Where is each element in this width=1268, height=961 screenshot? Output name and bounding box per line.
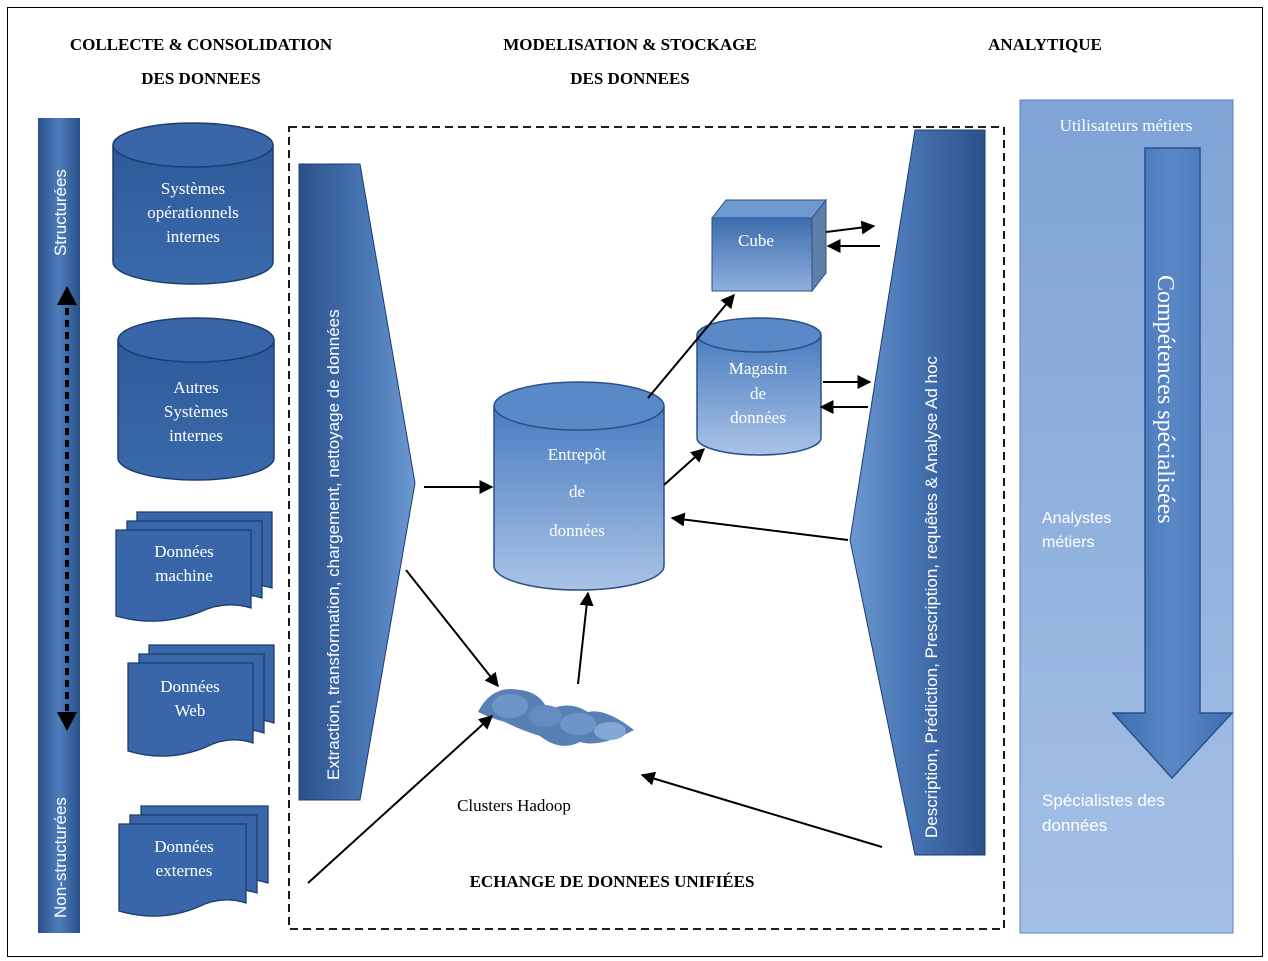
skills-arrow-label: Compétences spécialisées <box>1152 275 1178 524</box>
source-other-line3: internes <box>169 426 223 445</box>
header-collect-line1: COLLECTE & CONSOLIDATION <box>69 35 333 54</box>
arrow-cube-out <box>825 220 876 235</box>
hadoop-cluster-icon <box>478 688 634 746</box>
source-external-line1: Données <box>154 837 213 856</box>
arrow-analysis-to-warehouse <box>670 512 849 541</box>
source-machine-docs: Données machine <box>115 511 273 622</box>
header-model-line2: DES DONNEES <box>570 69 690 88</box>
header-model-line1: MODELISATION & STOCKAGE <box>503 35 757 54</box>
source-operational-line2: opérationnels <box>147 203 239 222</box>
arrow-external-to-hadoop <box>307 715 494 884</box>
arrow-warehouse-to-cube <box>647 293 735 399</box>
source-operational-db: Systèmes opérationnels internes <box>112 122 274 285</box>
data-mart-db: Magasin de données <box>696 317 822 456</box>
unified-exchange-frame <box>288 126 1005 930</box>
analysts-line1: Analystes <box>1042 510 1111 527</box>
double-arrow-icon <box>57 286 77 731</box>
connector-arrows <box>307 220 883 884</box>
cube-icon: Cube <box>710 198 828 293</box>
source-web-line1: Données <box>160 677 219 696</box>
arrow-analysis-to-hadoop <box>640 771 883 848</box>
source-operational-line1: Systèmes <box>161 179 225 198</box>
datamart-line1: Magasin <box>729 359 788 378</box>
warehouse-line2: de <box>569 482 585 501</box>
arrow-warehouse-to-mart <box>663 448 706 486</box>
header-collect-line2: DES DONNEES <box>141 69 261 88</box>
arrow-hadoop-to-warehouse <box>577 591 594 685</box>
hadoop-label: Clusters Hadoop <box>457 796 571 815</box>
source-operational-line3: internes <box>166 227 220 246</box>
cube-label: Cube <box>738 231 774 250</box>
source-other-db: Autres Systèmes internes <box>117 317 275 481</box>
exchange-label: ECHANGE DE DONNEES UNIFIÉES <box>470 872 755 891</box>
etl-label: Extraction, transformation, chargement, … <box>324 309 343 780</box>
specialists-line2: données <box>1042 816 1107 835</box>
datamart-line2: de <box>750 384 766 403</box>
structure-scale-bar <box>38 118 80 933</box>
warehouse-line3: données <box>549 521 605 540</box>
data-warehouse-db: Entrepôt de données <box>493 381 665 591</box>
specialists-line1: Spécialistes des <box>1042 791 1165 810</box>
arrow-etl-to-hadoop <box>405 569 499 688</box>
header-model: MODELISATION & STOCKAGE DES DONNEES <box>460 28 800 96</box>
structured-label: Structurées <box>51 169 70 256</box>
source-web-docs: Données Web <box>127 644 275 757</box>
analysts-line2: métiers <box>1042 534 1094 551</box>
source-web-line2: Web <box>175 701 206 720</box>
datamart-line3: données <box>730 408 786 427</box>
skills-big-arrow <box>1111 147 1234 780</box>
analysis-wedge <box>849 129 986 856</box>
non-structured-label: Non-structurées <box>51 797 70 918</box>
source-external-line2: externes <box>156 861 213 880</box>
diagram-frame <box>7 7 1263 957</box>
source-machine-line1: Données <box>154 542 213 561</box>
header-analytics: ANALYTIQUE <box>955 28 1135 62</box>
business-users-label: Utilisateurs métiers <box>1060 116 1193 135</box>
source-external-docs: Données externes <box>118 805 269 917</box>
source-other-line2: Systèmes <box>164 402 228 421</box>
source-machine-line2: machine <box>155 566 213 585</box>
header-collect: COLLECTE & CONSOLIDATION DES DONNEES <box>36 28 366 96</box>
etl-wedge <box>298 163 416 801</box>
header-analytics-line1: ANALYTIQUE <box>988 35 1102 54</box>
source-other-line1: Autres <box>173 378 218 397</box>
warehouse-line1: Entrepôt <box>548 445 607 464</box>
analysis-label: Description, Prédiction, Prescription, r… <box>922 356 941 838</box>
